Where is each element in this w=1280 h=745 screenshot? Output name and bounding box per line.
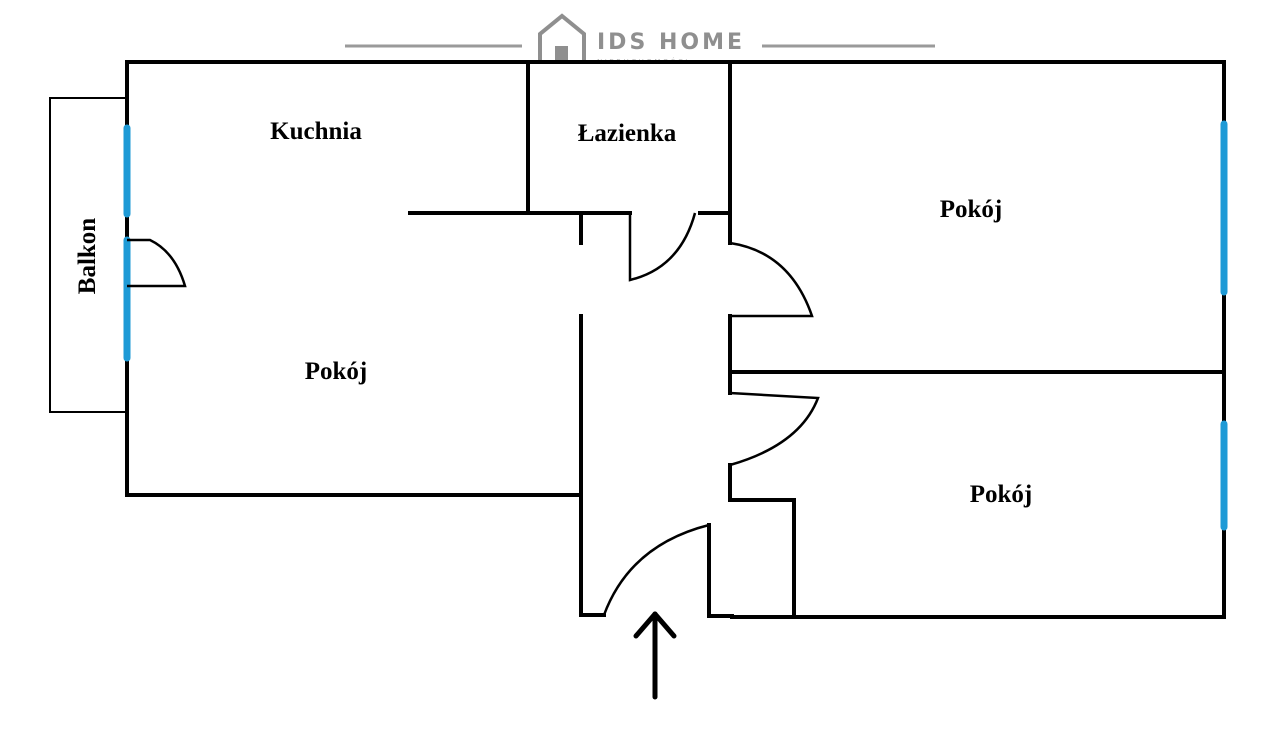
door-entrance xyxy=(602,523,710,616)
label-kitchen: Kuchnia xyxy=(270,118,362,145)
house-icon xyxy=(538,13,586,64)
wall-right-outer xyxy=(728,60,1226,619)
door-bedroom-bottom xyxy=(729,391,820,467)
logo-text: IDS HOME xyxy=(597,30,745,55)
label-living-room: Pokój xyxy=(305,358,368,385)
label-balcony: Balkon xyxy=(74,218,101,295)
balcony xyxy=(49,97,126,413)
doors xyxy=(127,212,820,616)
wall-corridor-left xyxy=(579,314,606,617)
door-balcony xyxy=(127,238,187,288)
windows xyxy=(123,120,1228,531)
wall-room-bottom-notch xyxy=(728,498,796,618)
label-bedroom-bottom: Pokój xyxy=(970,481,1033,508)
door-bedroom-top xyxy=(729,241,814,318)
label-bathroom: Łazienka xyxy=(578,120,677,147)
ids-home-logo: IDS HOME NIERUCHOMOŚCI xyxy=(345,13,935,66)
arrow-up-icon xyxy=(633,611,677,700)
door-bathroom xyxy=(628,212,697,282)
label-bedroom-top: Pokój xyxy=(940,196,1003,223)
